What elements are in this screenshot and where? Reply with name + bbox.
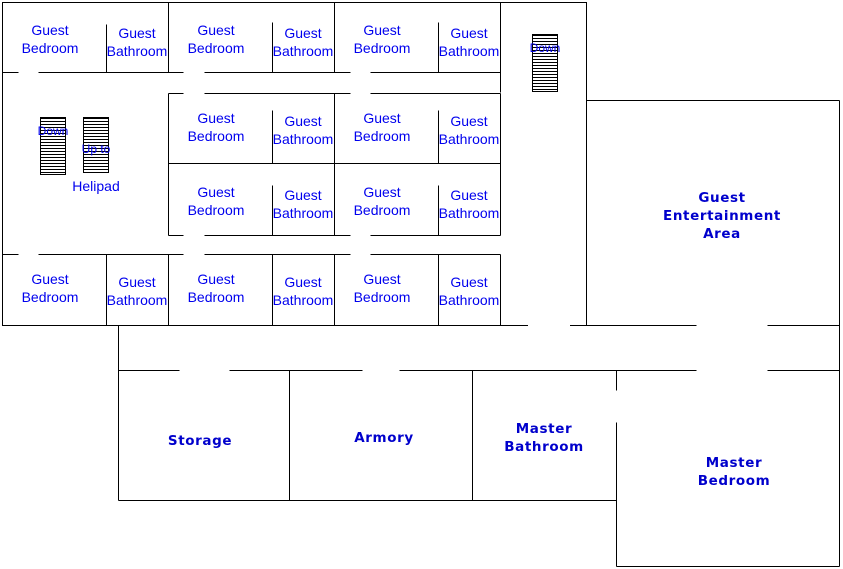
stairs-down-left	[40, 117, 66, 175]
room-guest-bedroom: Guest Bedroom	[21, 22, 79, 56]
stairs-down-right	[532, 34, 558, 92]
room-storage: Storage	[167, 433, 233, 449]
room-guest-bathroom: Guest Bathroom	[272, 113, 334, 147]
room-guest-bedroom: Guest Bedroom	[187, 271, 245, 305]
room-guest-bedroom: Guest Bedroom	[187, 184, 245, 218]
stairs-up-helipad	[83, 117, 109, 173]
stairs-up-label: Up to	[81, 142, 111, 156]
room-guest-bathroom: Guest Bathroom	[272, 274, 334, 308]
stairs-down-label: Down	[529, 41, 561, 55]
room-guest-bathroom: Guest Bathroom	[438, 187, 500, 221]
room-guest-bedroom: Guest Bedroom	[187, 110, 245, 144]
stairs-down-label: Down	[37, 124, 69, 138]
room-master-bedroom: Master Bedroom	[697, 455, 771, 489]
room-guest-bedroom: Guest Bedroom	[187, 22, 245, 56]
room-armory: Armory	[354, 430, 414, 446]
room-guest-bedroom: Guest Bedroom	[353, 271, 411, 305]
room-guest-bathroom: Guest Bathroom	[272, 25, 334, 59]
room-guest-bathroom: Guest Bathroom	[272, 187, 334, 221]
room-guest-bathroom: Guest Bathroom	[438, 25, 500, 59]
room-guest-bathroom: Guest Bathroom	[438, 113, 500, 147]
room-guest-bedroom: Guest Bedroom	[353, 22, 411, 56]
room-guest-bathroom: Guest Bathroom	[106, 25, 168, 59]
helipad-label: Helipad	[72, 178, 120, 194]
room-master-bathroom: Master Bathroom	[504, 421, 584, 455]
room-guest-entertainment-area: Guest Entertainment Area	[663, 190, 781, 242]
room-guest-bedroom: Guest Bedroom	[353, 184, 411, 218]
room-guest-bathroom: Guest Bathroom	[438, 274, 500, 308]
room-guest-bathroom: Guest Bathroom	[106, 274, 168, 308]
room-guest-bedroom: Guest Bedroom	[353, 110, 411, 144]
room-guest-bedroom: Guest Bedroom	[21, 271, 79, 305]
